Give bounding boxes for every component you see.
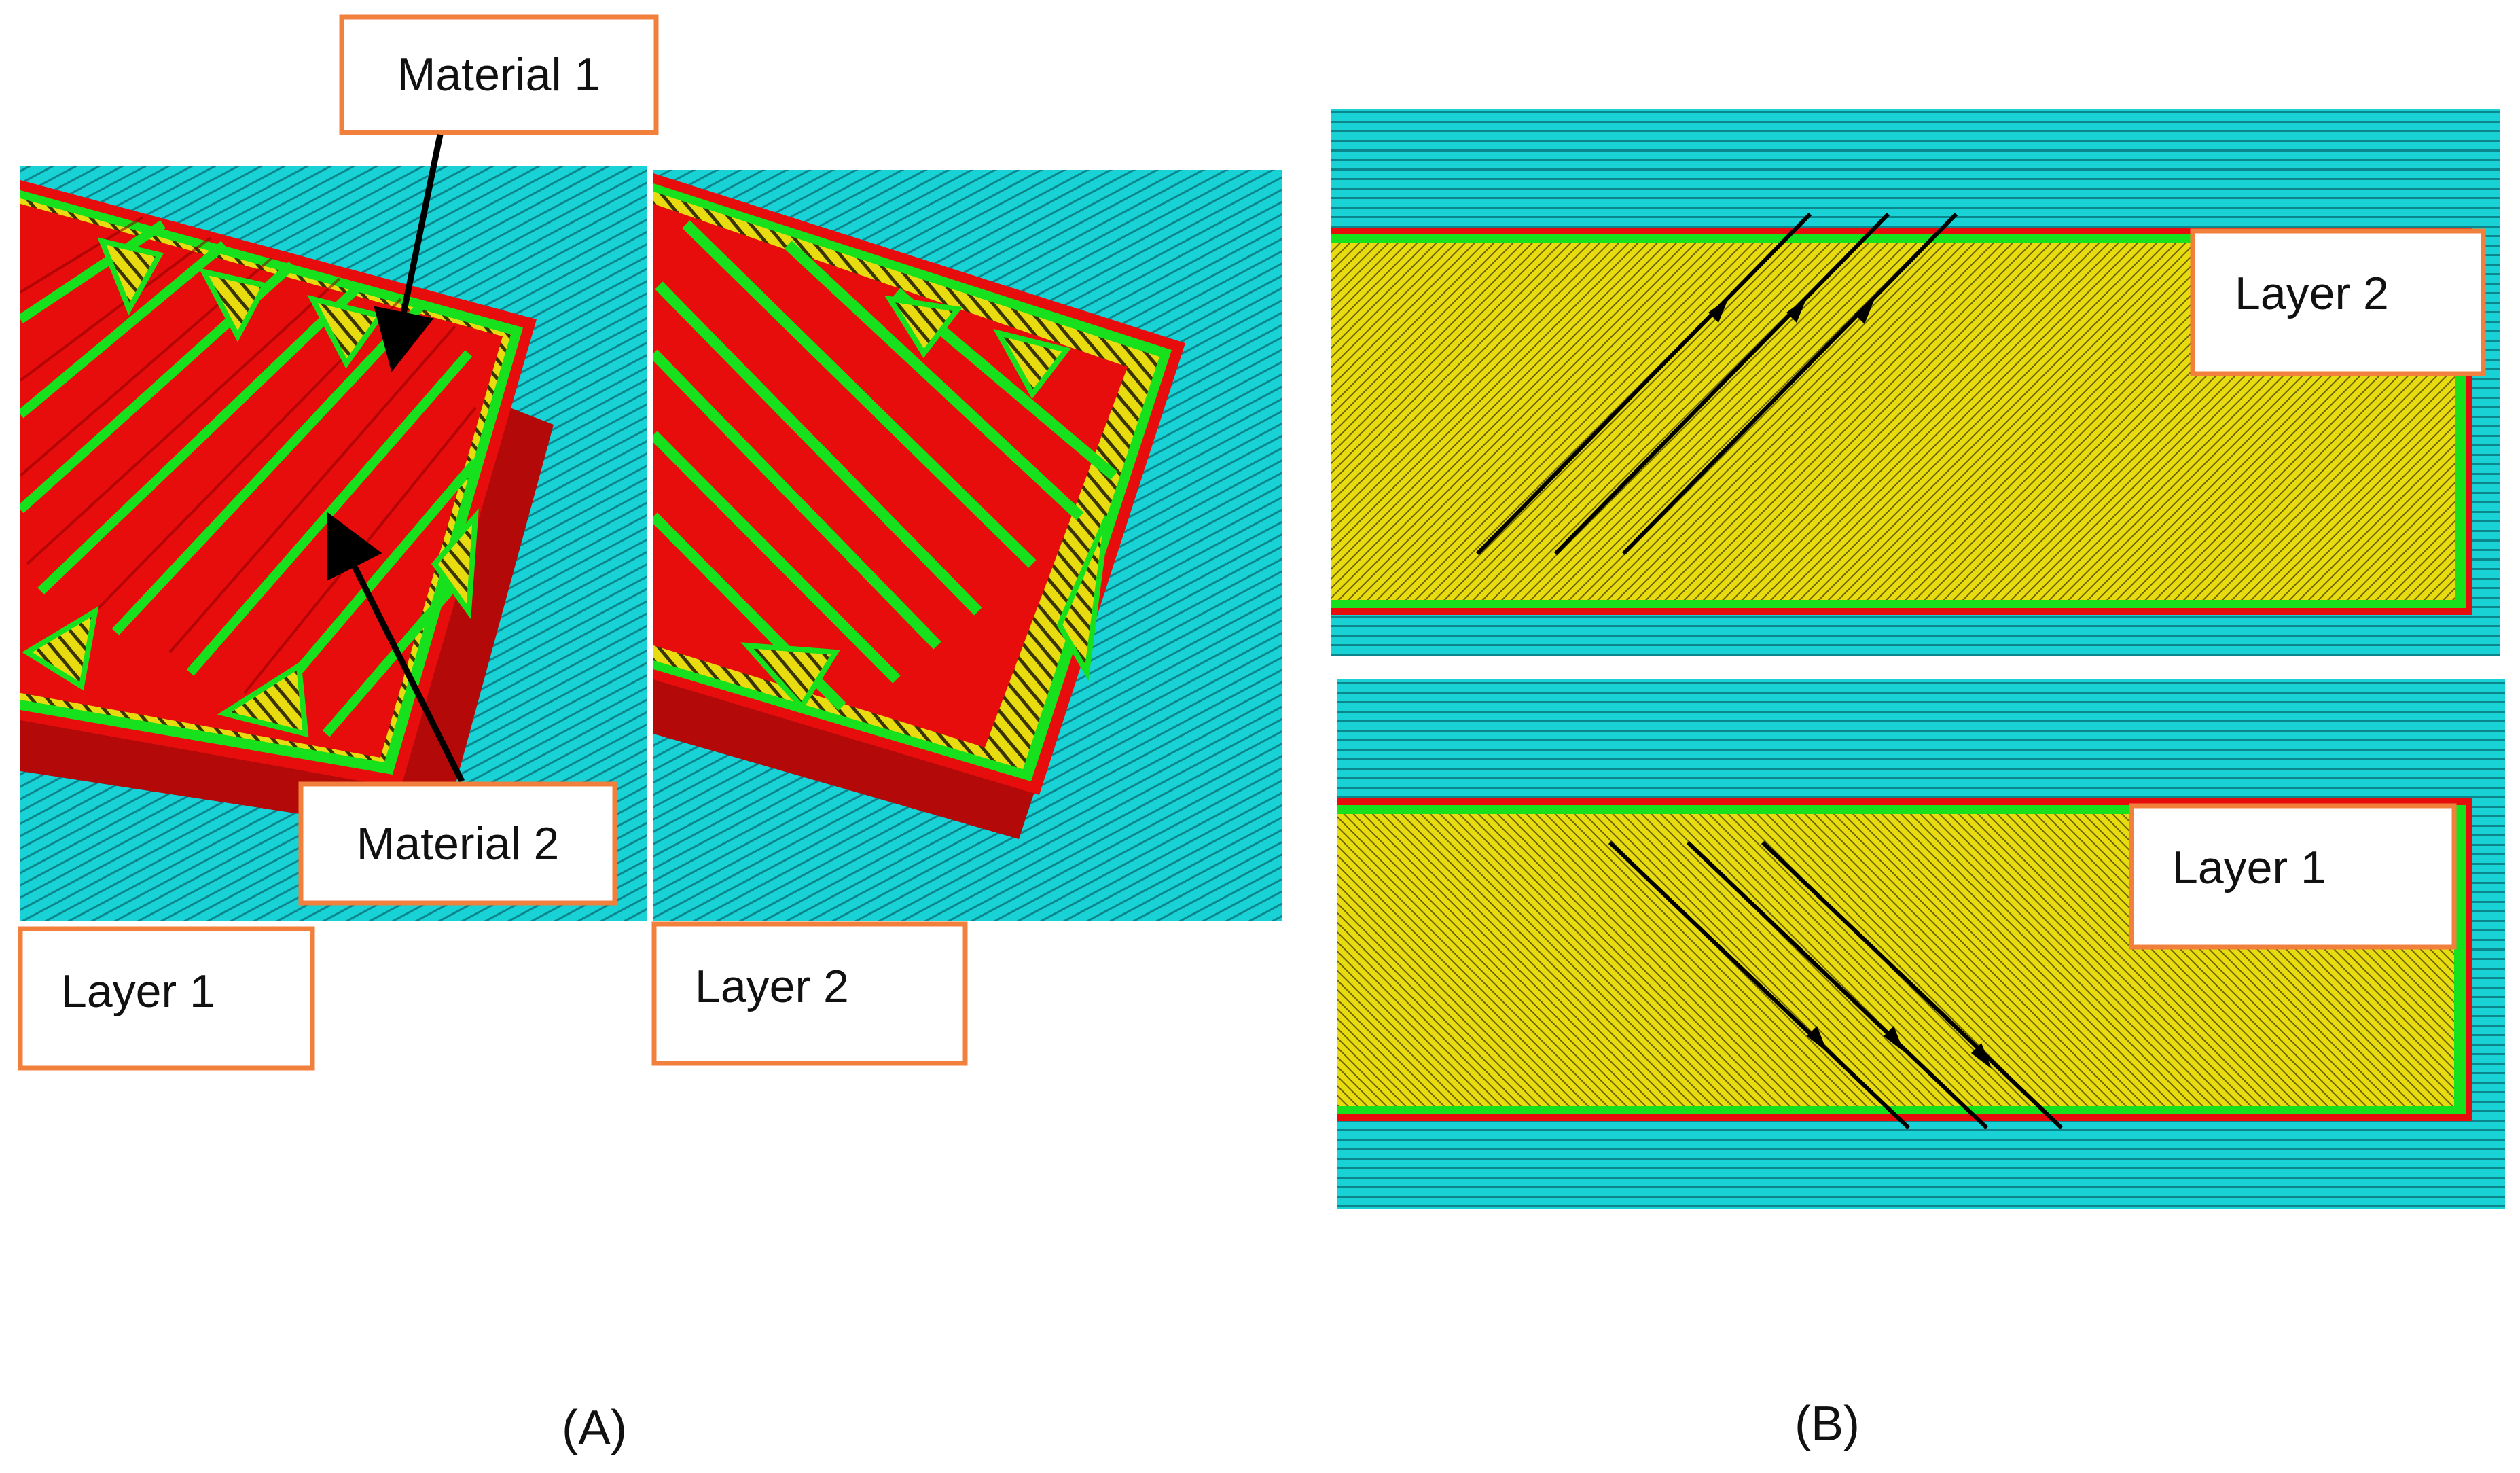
- label-a-layer-1-text: Layer 1: [61, 965, 215, 1017]
- arrow-material-1: [374, 134, 444, 372]
- panel-a-layer2-render: [653, 170, 1282, 921]
- arrow-material-2: [327, 512, 465, 783]
- callout-material-2-text: Material 2: [357, 818, 560, 870]
- layer2-stripes: [653, 204, 1128, 747]
- panel-b-layer1-render: Layer 1: [1337, 679, 2505, 1209]
- label-b-layer-1-text: Layer 1: [2172, 842, 2326, 893]
- label-a-layer-2-text: Layer 2: [695, 961, 849, 1012]
- caption-a: (A): [562, 1401, 627, 1455]
- panel-b-layer2-render: Layer 2: [1331, 109, 2500, 656]
- caption-b: (B): [1795, 1397, 1860, 1451]
- callout-material-2: Material 2: [298, 781, 617, 906]
- callout-material-1: Material 1: [339, 14, 659, 135]
- label-a-layer-1: Layer 1: [18, 926, 315, 1071]
- callout-material-1-text: Material 1: [397, 49, 600, 101]
- label-b-layer-2-text: Layer 2: [2235, 268, 2389, 319]
- label-a-layer-2: Layer 2: [651, 921, 968, 1066]
